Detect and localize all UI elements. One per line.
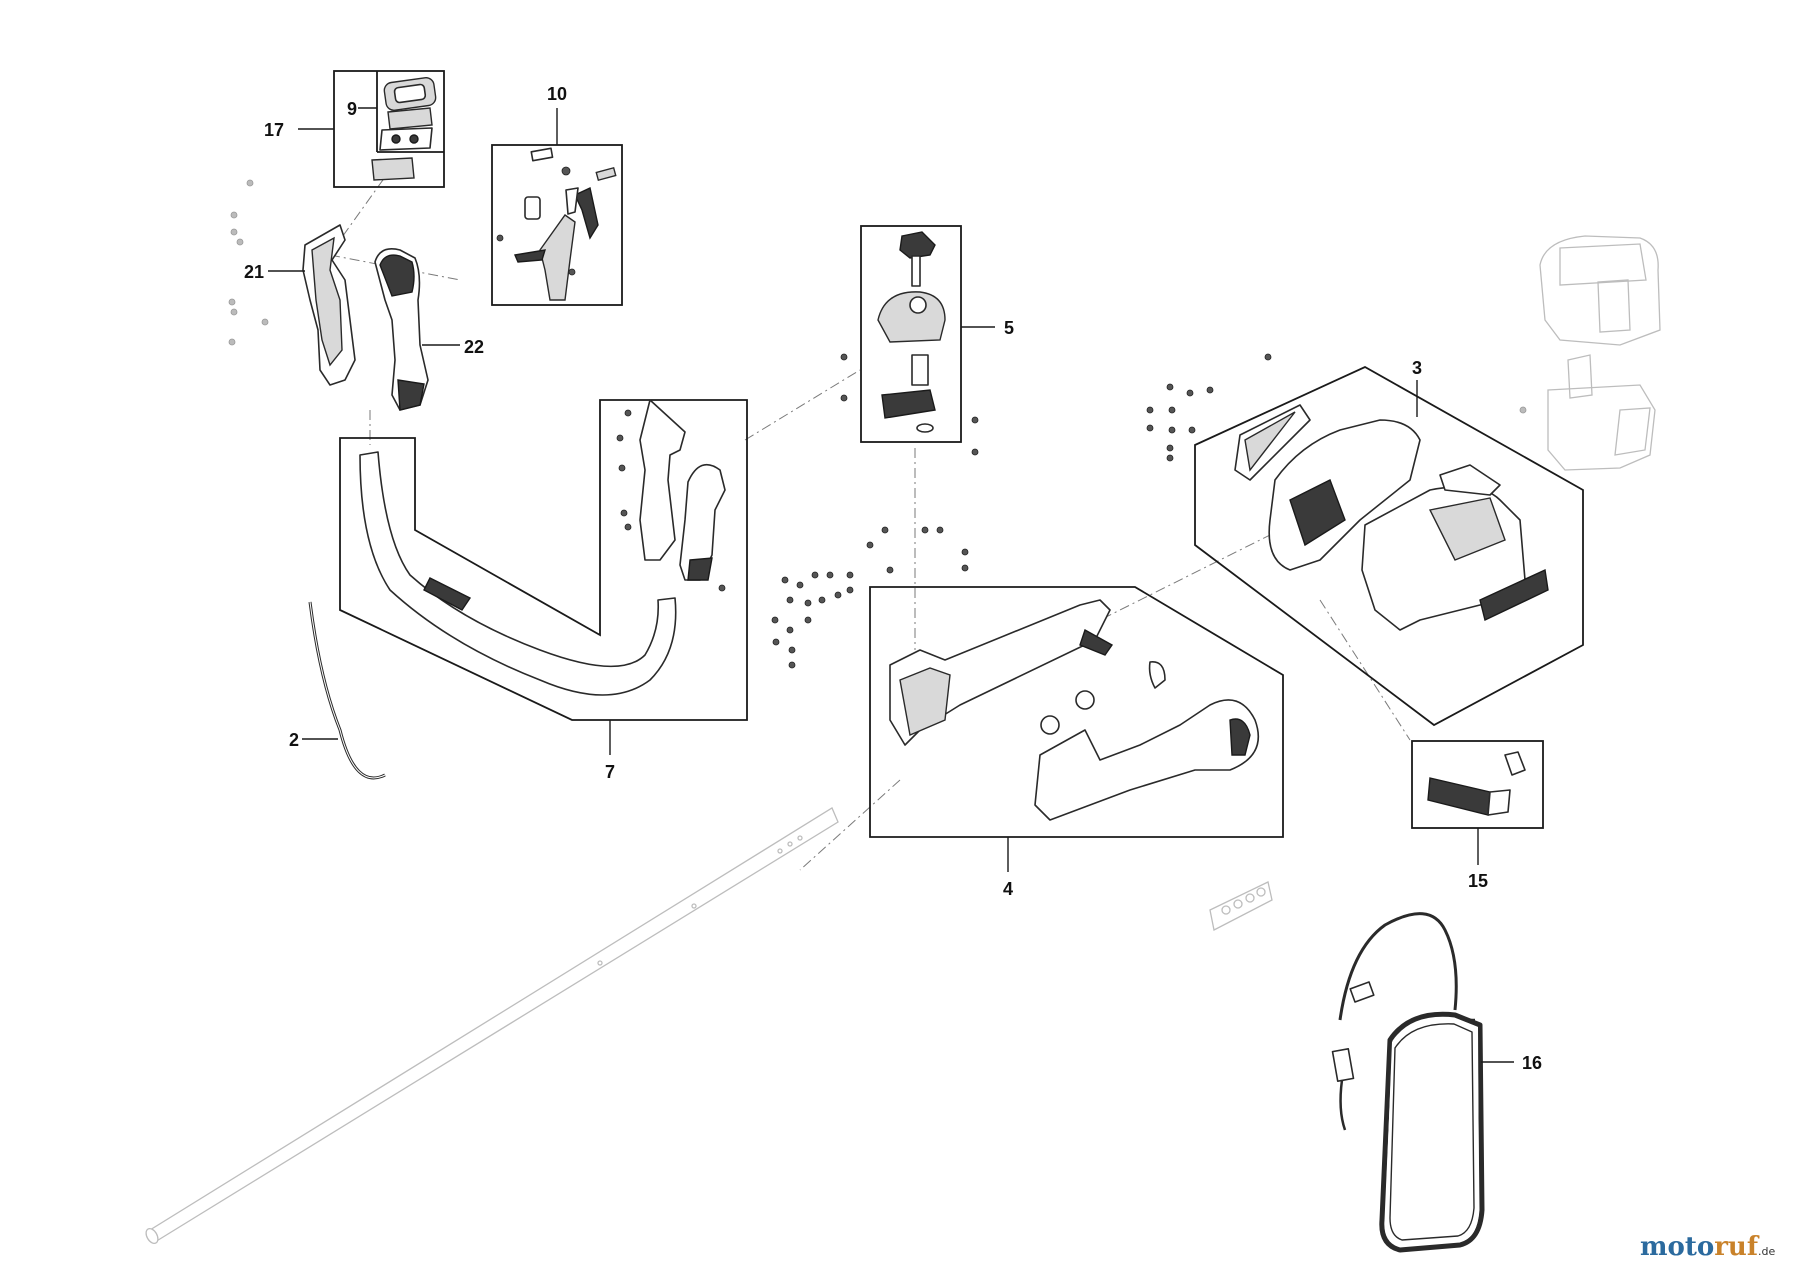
callout-15: 15: [1468, 871, 1488, 891]
watermark-suffix: .de: [1758, 1245, 1775, 1258]
callout-22: 22: [464, 337, 484, 357]
svg-text:motoruf.de: motoruf.de: [1640, 1232, 1775, 1262]
callout-7: 7: [605, 762, 615, 782]
watermark-part2: ruf: [1714, 1232, 1760, 1262]
strap-16: [1331, 912, 1485, 1253]
assembly-5-box: [840, 225, 979, 456]
callout-17: 17: [264, 120, 284, 140]
callout-16: 16: [1522, 1053, 1542, 1073]
watermark-part1: moto: [1640, 1232, 1714, 1262]
assembly-15-box: [1411, 740, 1544, 829]
battery-pack: [1519, 235, 1661, 471]
screws-middle: [771, 526, 969, 669]
cable-2: [308, 601, 386, 780]
callout-4: 4: [1003, 879, 1013, 899]
hole-plate: [1209, 881, 1273, 931]
assembly-10-box: [491, 144, 623, 306]
handle-half-21: [302, 224, 356, 386]
callout-5: 5: [1004, 318, 1014, 338]
assembly-4-box: [869, 586, 1284, 838]
callout-9: 9: [347, 99, 357, 119]
assembly-7-handlebar: [339, 399, 748, 721]
callout-3: 3: [1412, 358, 1422, 378]
assembly-3-box: [1146, 353, 1584, 727]
drive-shaft: [145, 807, 839, 1245]
handle-shell-22: [374, 248, 429, 411]
callout-21: 21: [244, 262, 264, 282]
callout-10: 10: [547, 84, 567, 104]
screws-left: [228, 179, 269, 346]
assembly-17-box: [333, 70, 445, 188]
callout-labels: 17 9 10 21 22 5 3 2 7 4 15 16: [244, 84, 1542, 1073]
watermark-logo: motoruf.de: [1640, 1232, 1775, 1262]
callout-2: 2: [289, 730, 299, 750]
